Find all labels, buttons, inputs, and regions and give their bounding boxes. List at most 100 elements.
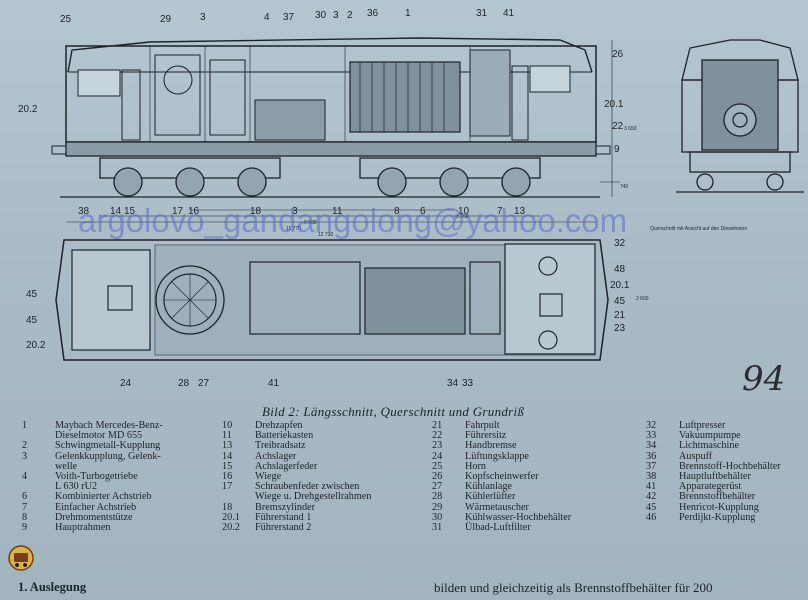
- legend-number: 37: [646, 460, 657, 472]
- legend-number: 15: [222, 460, 233, 472]
- legend-item: L 630 rU2: [22, 482, 207, 492]
- callout-label: 11 770: [286, 226, 301, 232]
- callout-label: 6 800: [304, 220, 317, 226]
- callout-label: 23: [614, 323, 626, 334]
- callout-label: 2: [347, 10, 353, 21]
- legend-text: Hauptluftbehälter: [679, 471, 751, 483]
- legend-text: Schwingmetall-Kupplung: [55, 440, 161, 452]
- legend-text: Lichtmaschine: [679, 440, 739, 452]
- legend-number: 8: [22, 511, 28, 523]
- legend-text: Brennstoff-Hochbehälter: [679, 460, 781, 472]
- cross-section-caption: Querschnitt mit Ansicht auf den Dieselmo…: [650, 226, 748, 232]
- callout-label: 3: [333, 10, 339, 21]
- legend-number: 33: [646, 430, 657, 442]
- legend-number: 32: [646, 420, 657, 431]
- legend-text: Maybach Mercedes-Benz-: [55, 420, 163, 431]
- callout-label: 25: [60, 14, 72, 25]
- callout-label: 48: [614, 264, 626, 275]
- legend-item: 3 Gelenkkupplung, Gelenk-: [22, 450, 207, 462]
- plan-view: [55, 239, 609, 361]
- legend-item: 9 Hauptrahmen: [22, 522, 207, 534]
- legend-text: Wiege: [255, 471, 282, 483]
- legend-text: Auspuff: [679, 450, 713, 462]
- legend-text: Batteriekasten: [255, 430, 314, 442]
- legend-text: Hauptrahmen: [55, 522, 111, 534]
- side-elevation: [51, 37, 620, 223]
- legend-item: 38 Hauptluftbehälter: [646, 471, 808, 483]
- legend-column-1: 1 Maybach Mercedes-Benz-Dieselmotor MD 65…: [22, 420, 207, 534]
- callout-label: 31: [476, 8, 488, 19]
- legend-number: 34: [646, 440, 657, 452]
- callout-label: 13: [514, 206, 526, 217]
- callout-label: 34: [447, 378, 459, 389]
- legend-item: welle: [22, 460, 207, 472]
- legend-number: 30: [432, 511, 443, 523]
- legend-text: Apparategerüst: [679, 481, 742, 493]
- legend-number: 41: [646, 481, 657, 493]
- legend-number: 27: [432, 481, 443, 493]
- callout-label: 6: [420, 206, 426, 217]
- legend-number: 1: [22, 420, 28, 431]
- legend-text: Treibradsatz: [255, 440, 306, 452]
- legend-text: Voith-Turbogetriebe: [55, 471, 138, 483]
- railway-logo-icon: [8, 545, 34, 571]
- legend-number: 4: [22, 471, 28, 483]
- callout-label: 28: [178, 378, 190, 389]
- callout-label: 14: [110, 206, 122, 217]
- legend-text: Fahrpult: [465, 420, 500, 431]
- legend-text: Brennstoffbehälter: [679, 491, 756, 503]
- legend-number: 22: [432, 430, 443, 442]
- callout-label: 11: [332, 206, 343, 217]
- legend-number: 3: [22, 450, 28, 462]
- callout-label: 20.2: [26, 340, 46, 351]
- callout-label: 29: [160, 14, 172, 25]
- legend-item: 1 Maybach Mercedes-Benz-: [22, 420, 207, 431]
- legend-text: Ülbad-Luftfilter: [465, 522, 531, 534]
- callout-label: 15: [124, 206, 136, 217]
- callout-label: 1: [405, 8, 411, 19]
- callout-label: 17: [172, 206, 184, 217]
- legend-number: 38: [646, 471, 657, 483]
- legend-number: 28: [432, 491, 443, 503]
- callout-label: 41: [268, 378, 280, 389]
- legend-number: 42: [646, 491, 657, 503]
- legend-text: Gelenkkupplung, Gelenk-: [55, 450, 161, 462]
- legend-text: L 630 rU2: [55, 481, 98, 493]
- figure-caption: Bild 2: Längsschnitt, Querschnitt und Gr…: [262, 404, 525, 419]
- legend-text: Einfacher Achstrieb: [55, 501, 137, 513]
- callout-label: 2 600: [636, 296, 649, 302]
- legend-item: 42 Brennstoffbehälter: [646, 492, 808, 502]
- legend-text: Drehmomentstütze: [55, 511, 133, 523]
- legend-text: welle: [55, 460, 78, 472]
- legend-item: Dieselmotor MD 655: [22, 430, 207, 441]
- callout-label: 32: [614, 238, 626, 249]
- legend-text: Handbremse: [465, 440, 517, 452]
- callout-label: 20.1: [604, 99, 624, 110]
- legend-number: 17: [222, 481, 233, 493]
- legend-number: 21: [432, 420, 443, 431]
- legend-number: 9: [22, 522, 28, 534]
- legend-text: Kopfscheinwerfer: [465, 471, 539, 483]
- legend-text: Bremszylinder: [255, 501, 315, 513]
- legend-text: Kühlerlüfter: [465, 491, 516, 503]
- legend-text: Achslager: [255, 450, 297, 462]
